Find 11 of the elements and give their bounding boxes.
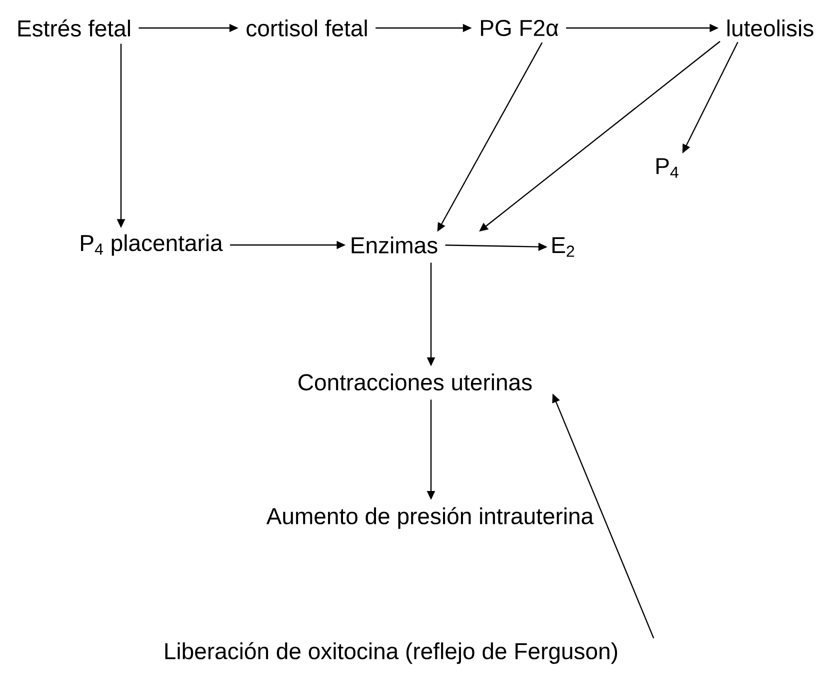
node-text: Estrés fetal (18, 19, 130, 37)
node-text: Enzimas (352, 236, 438, 254)
node-text: Liberación de oxitocina (reflejo de Ferguson) (165, 642, 618, 664)
node-text: luteolisis (727, 20, 814, 36)
node-text: P$_{4}$ (656, 158, 678, 178)
node-text: E$_{2}$ (552, 237, 574, 257)
node-text: P$_{4}$ placentaria (81, 234, 223, 256)
node-text: Contracciones uterinas (298, 374, 532, 390)
node-text: Aumento de presión intrauterina (266, 507, 594, 529)
node-text: cortisol fetal (246, 20, 367, 36)
node-text: PG F2α (481, 20, 558, 36)
